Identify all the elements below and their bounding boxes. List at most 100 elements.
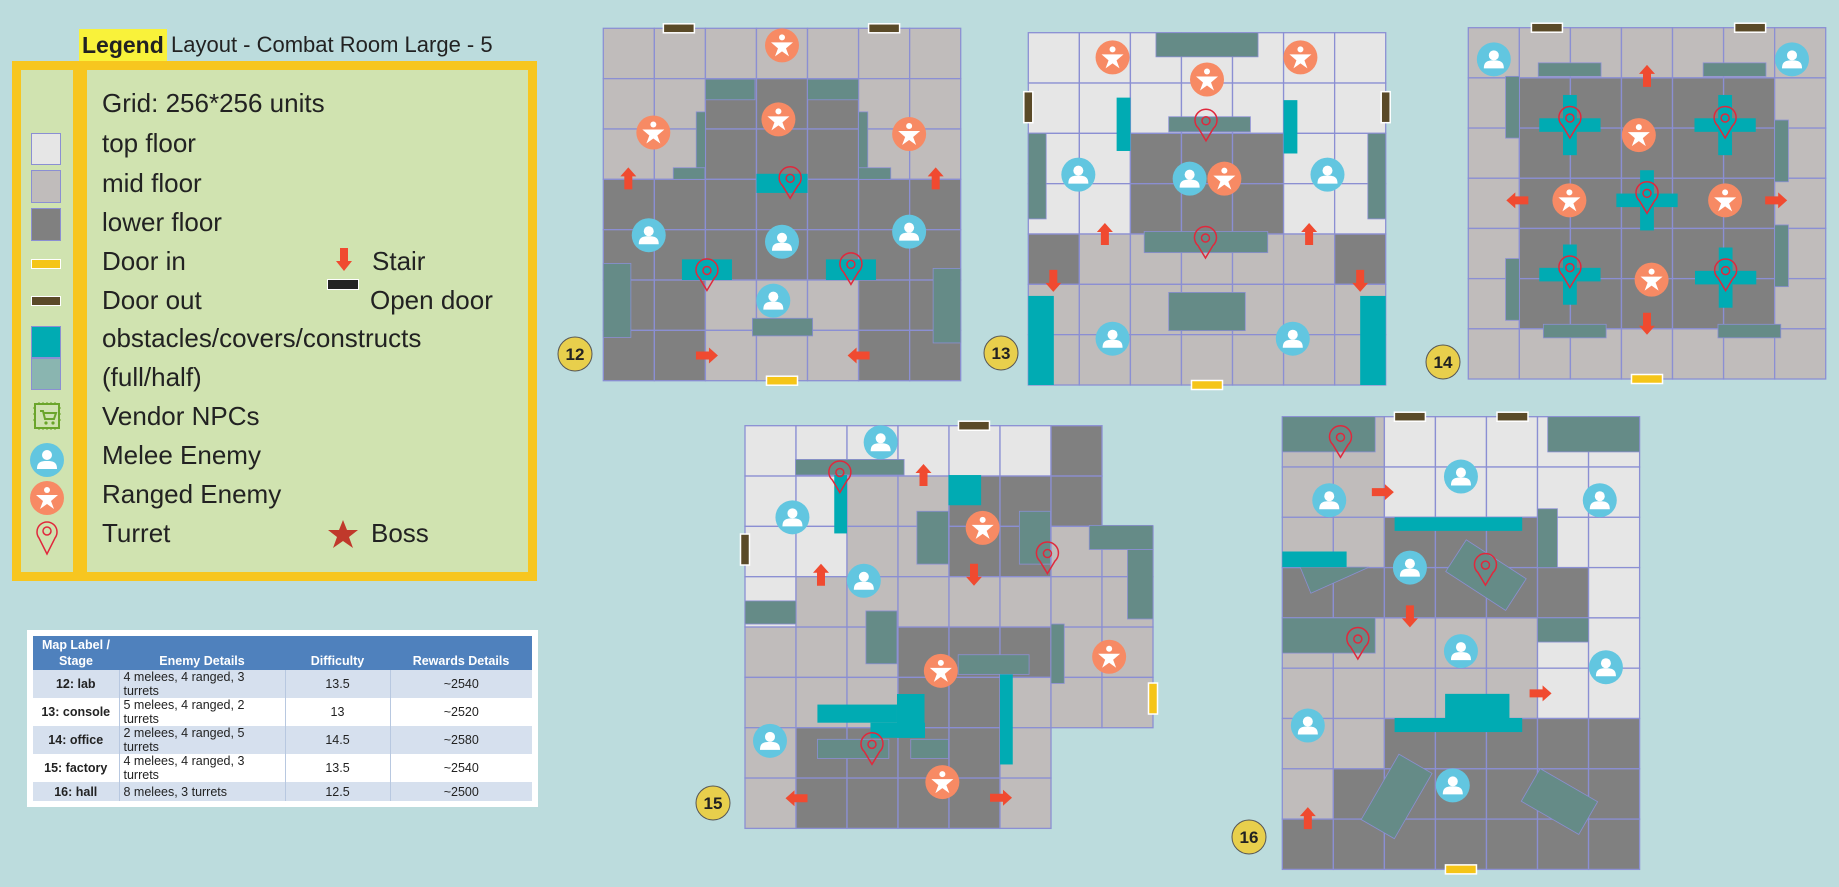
figure-head <box>1566 189 1573 196</box>
turret-icon <box>1713 105 1737 140</box>
figure-body <box>1289 54 1312 69</box>
ranged-enemy-icon <box>892 117 927 152</box>
difficulty-cell: 13.5 <box>285 670 391 698</box>
rewards-cell: ~2540 <box>390 754 536 782</box>
melee-label: Melee Enemy <box>102 440 261 470</box>
turret-pin-outline <box>1635 181 1659 215</box>
full-cover <box>681 259 732 281</box>
mid-floor-cell <box>1129 334 1183 386</box>
map-number-label: 14 <box>1434 353 1453 372</box>
turret-pin-dot <box>785 173 795 184</box>
turret-pin-dot <box>1720 265 1731 276</box>
figure-head <box>1648 268 1655 275</box>
top-floor-cell <box>1383 416 1437 468</box>
half-cover <box>807 78 859 101</box>
lower-floor-cell <box>1587 768 1641 820</box>
half-cover <box>751 317 814 337</box>
turret-icon <box>860 732 884 766</box>
stage-cell: 15: factory <box>30 754 120 782</box>
person-head <box>1287 329 1298 340</box>
full-cover <box>1116 97 1131 151</box>
map-number-label: 16 <box>1240 828 1259 847</box>
figure-head <box>1221 167 1228 174</box>
person-head <box>1600 658 1611 669</box>
person-head <box>1324 491 1335 502</box>
top-floor-cell <box>1434 416 1488 468</box>
lower-floor-cell <box>806 178 860 231</box>
person-head <box>764 731 775 742</box>
melee-enemy-icon <box>1582 483 1617 518</box>
person-body <box>782 518 803 527</box>
half-cover <box>1360 753 1433 840</box>
top-floor-cell <box>1333 32 1387 84</box>
layout-title: Layout - Combat Room Large - 5 <box>171 32 493 57</box>
mid-floor-label: mid floor <box>102 168 202 198</box>
stair-arrow-up-icon <box>915 464 932 487</box>
half-cover <box>1168 116 1251 133</box>
melee-enemy-icon <box>1588 650 1623 685</box>
turret-icon <box>1035 541 1060 576</box>
top-floor-cell <box>1587 566 1641 619</box>
mid-floor-cell <box>1485 617 1539 669</box>
lower-floor-cell <box>795 777 848 830</box>
turret-pin-outline <box>1328 425 1353 459</box>
full-cover <box>870 722 926 738</box>
map-number-circle <box>983 335 1019 371</box>
figure-body <box>1714 197 1737 212</box>
half-cover <box>1505 75 1520 139</box>
person-body <box>1179 179 1200 188</box>
stair-arrow-icon <box>336 248 352 271</box>
stair-arrow-up-icon <box>1096 223 1113 246</box>
lower-floor-cell <box>1231 183 1285 235</box>
stage-cell: 13: console <box>30 698 120 726</box>
melee-enemy-icon <box>1290 708 1325 743</box>
enemy-details-cell: 4 melees, 4 ranged, 3 turrets <box>119 754 286 782</box>
full-cover-cross <box>1694 247 1757 308</box>
turret-pin-outline <box>695 258 719 292</box>
enemy-details-cell: 5 melees, 4 ranged, 2 turrets <box>119 698 286 726</box>
turret-pin-outline <box>1194 108 1218 143</box>
lower-floor-cell <box>1536 717 1590 770</box>
half-cover <box>1542 323 1607 339</box>
stage-cell: 14: office <box>30 726 120 754</box>
full-cover-cross <box>1539 244 1601 305</box>
half-cover <box>1127 549 1154 620</box>
map-number-circle <box>1231 819 1267 855</box>
boss-star-icon <box>328 520 358 548</box>
melee-enemy-icon <box>1435 768 1470 803</box>
turret-pin-dot <box>1565 262 1575 273</box>
half-cover <box>858 167 892 180</box>
figure-head <box>1106 645 1113 652</box>
difficulty-cell: 14.5 <box>285 726 391 754</box>
turret-pin-dot <box>1565 113 1575 123</box>
turret-pin-outline <box>1558 255 1582 290</box>
mid-floor-cell <box>744 777 797 830</box>
melee-enemy-icon <box>765 224 799 259</box>
ranged-enemy-icon <box>1095 40 1130 75</box>
turret-pin-outline <box>828 460 852 494</box>
turret-pin-dot <box>1042 548 1053 559</box>
lower-floor-cell <box>704 128 758 180</box>
mid-floor-cell <box>1383 667 1437 720</box>
mid-floor-cell <box>602 27 656 80</box>
top-floor-cell <box>1333 82 1387 135</box>
half-cover <box>1050 623 1065 684</box>
half-cover <box>695 111 706 169</box>
cross-arm-vertical <box>1718 94 1733 156</box>
lower-floor-cell <box>846 777 899 830</box>
ranged-enemy-icon <box>1207 161 1242 196</box>
legend-text-column: Grid: 256*256 units top floor mid floor … <box>87 70 528 572</box>
door-out <box>739 533 751 566</box>
mid-floor-cell <box>846 475 899 528</box>
person-body <box>1319 501 1340 510</box>
enemy-details-cell: 8 melees, 3 turrets <box>119 782 286 804</box>
half-cover <box>602 263 632 338</box>
header-map-label-line2: Stage <box>58 654 94 668</box>
door-out <box>1496 411 1529 422</box>
figure-head <box>775 108 782 115</box>
person-body <box>1589 501 1610 510</box>
stair-arrow-up-icon <box>1639 64 1655 87</box>
person-head <box>1107 329 1118 340</box>
mid-floor-cell <box>806 279 860 332</box>
